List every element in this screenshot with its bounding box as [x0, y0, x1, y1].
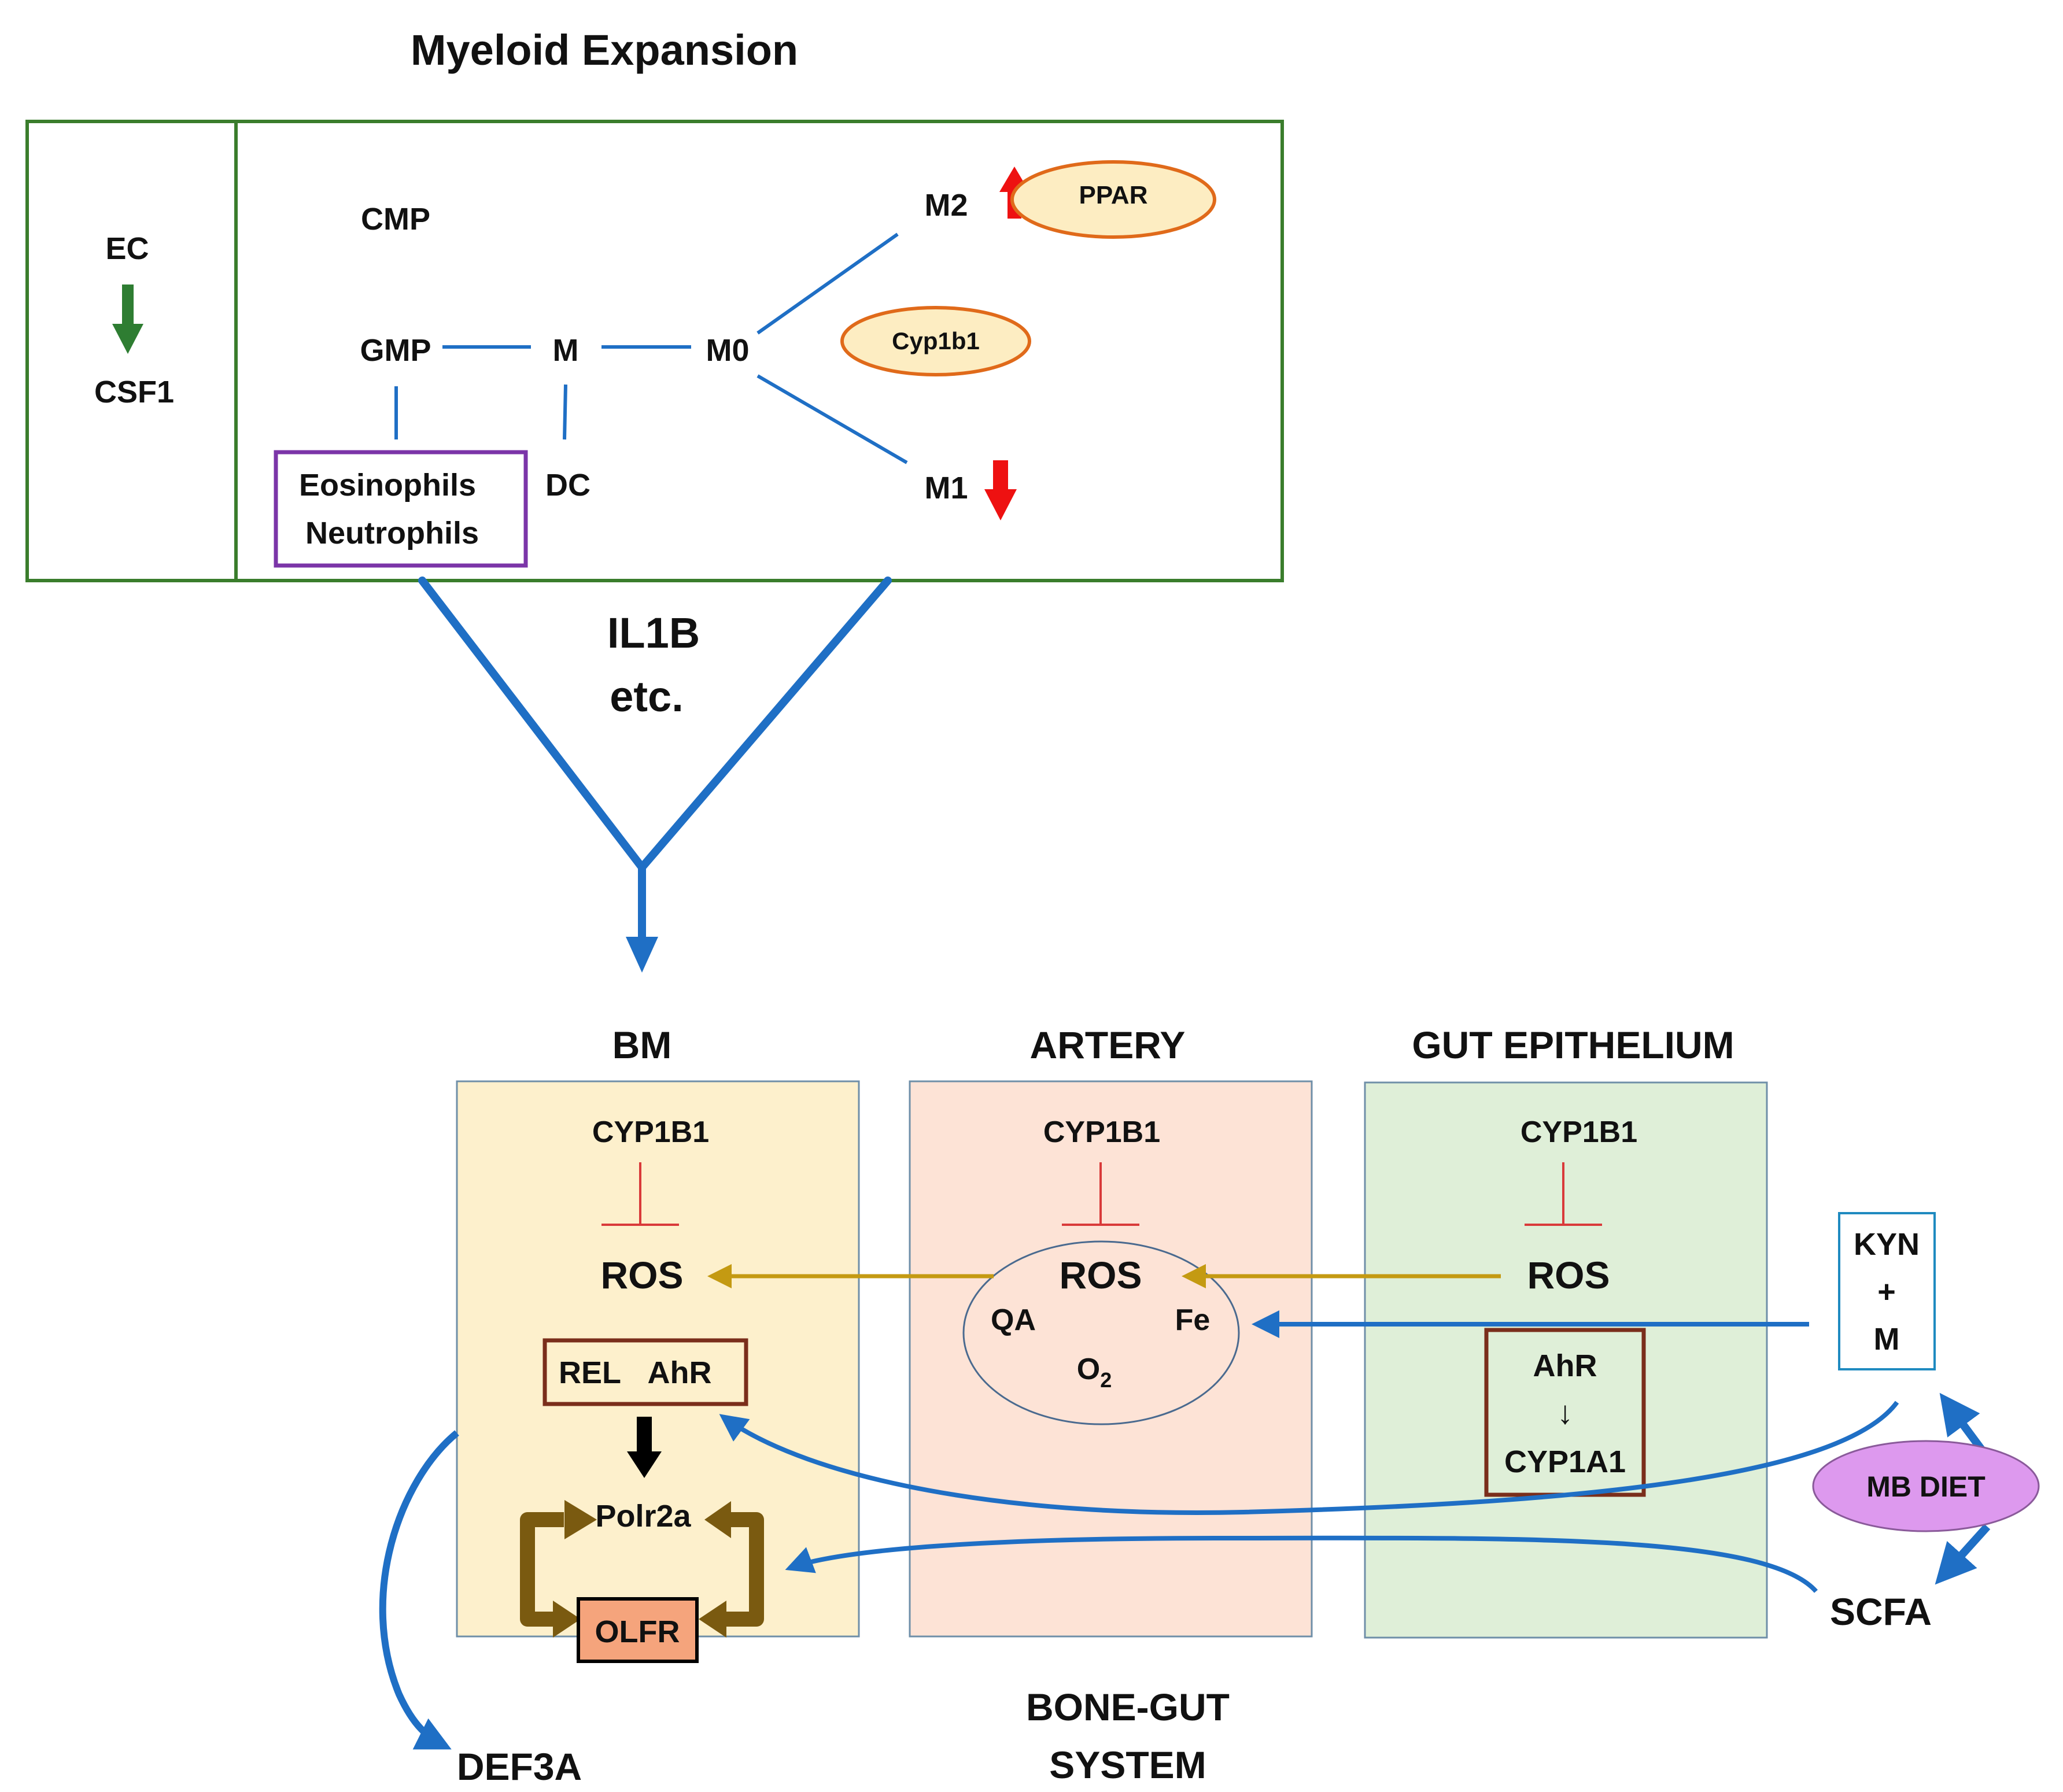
bm-to-def3a-curve — [379, 1430, 459, 1750]
cyp1b1-ellipse-label: Cyp1b1 — [892, 327, 980, 354]
gut-cyp1b1: CYP1B1 — [1521, 1115, 1637, 1149]
bm-rel-label: REL — [559, 1355, 621, 1390]
mb-diet-ellipse — [1812, 1440, 2040, 1532]
csf1-label: CSF1 — [94, 375, 174, 409]
lineage-lines — [394, 232, 908, 464]
gut-ahr-label: AhR — [1533, 1348, 1597, 1383]
kyn-plus-label: + — [1877, 1274, 1896, 1309]
artery-ros: ROS — [1059, 1254, 1142, 1296]
gut-compartment — [1364, 1081, 1768, 1639]
system-label-line1: BONE-GUT — [1026, 1686, 1230, 1728]
cycle-arrowhead-bottom-right — [699, 1601, 726, 1638]
bm-cyp1b1: CYP1B1 — [592, 1115, 709, 1149]
artery-title: ARTERY — [1030, 1024, 1186, 1066]
m1-node: M1 — [924, 471, 968, 505]
cyp1b1-ellipse — [840, 306, 1031, 376]
bm-ahr-label: AhR — [648, 1355, 712, 1390]
granulocyte-box — [274, 450, 528, 568]
gut-cyp1a1-label: CYP1A1 — [1504, 1444, 1626, 1479]
cycle-arrowhead-right-bottom — [553, 1601, 581, 1638]
myeloid-outer-box — [25, 120, 1284, 582]
kyn-m-label: M — [1874, 1322, 1900, 1357]
mb-diet-label: MB DIET — [1866, 1470, 1986, 1503]
cycle-arrowhead-right-top — [704, 1501, 731, 1538]
olfr-label: OLFR — [595, 1614, 680, 1649]
cmp-node: CMP — [361, 202, 430, 237]
il1b-label: IL1B — [607, 609, 700, 657]
inhibition-symbols — [601, 1162, 1602, 1226]
kyn-m-box — [1838, 1212, 1936, 1370]
ec-csf1-arrow — [112, 284, 143, 354]
bm-ros: ROS — [600, 1254, 683, 1296]
m2-node: M2 — [924, 188, 968, 223]
artery-qa: QA — [991, 1303, 1036, 1337]
scfa-to-olfr-curve — [785, 1535, 1818, 1593]
m-node: M — [553, 333, 579, 368]
bm-rel-ahr-box — [542, 1338, 748, 1406]
ppar-ellipse — [1010, 160, 1216, 239]
polr2a-label: Polr2a — [595, 1499, 691, 1534]
eosinophils-label: Eosinophils — [299, 468, 476, 503]
m0-node: M0 — [706, 333, 749, 368]
gut-title: GUT EPITHELIUM — [1412, 1024, 1734, 1066]
kyn-label: KYN — [1854, 1227, 1920, 1262]
gmp-node: GMP — [360, 333, 431, 368]
def3a-label: DEF3A — [457, 1745, 582, 1788]
artery-fe: Fe — [1175, 1303, 1211, 1337]
artery-o2-main: O — [1077, 1353, 1100, 1386]
il1b-etc-label: etc. — [610, 673, 684, 721]
ppar-label: PPAR — [1079, 181, 1148, 209]
myeloid-title: Myeloid Expansion — [411, 26, 798, 74]
gut-ahr-arrow: ↓ — [1557, 1394, 1573, 1431]
neutrophils-label: Neutrophils — [305, 516, 479, 550]
gut-ros: ROS — [1527, 1254, 1610, 1296]
cycle-arrowhead-left — [564, 1500, 597, 1539]
m1-down-arrow-icon — [984, 460, 1017, 520]
artery-cyp1b1: CYP1B1 — [1043, 1115, 1160, 1149]
olfr-box — [577, 1597, 699, 1663]
funnel-arrowhead — [626, 937, 658, 973]
system-label-line2: SYSTEM — [1049, 1743, 1206, 1786]
artery-o2-sub: 2 — [1100, 1368, 1112, 1392]
bm-title: BM — [612, 1024, 672, 1066]
il1b-funnel — [418, 577, 892, 941]
polr2a-olfr-cycle — [520, 1512, 764, 1627]
kyn-to-bm-curve — [719, 1401, 1899, 1516]
ec-label: EC — [105, 231, 149, 266]
artery-ros-ellipse — [962, 1240, 1240, 1425]
rel-to-polr2a-arrow — [627, 1417, 662, 1478]
dc-node: DC — [545, 468, 591, 503]
artery-o2: O2 — [1077, 1353, 1112, 1392]
scfa-label: SCFA — [1830, 1590, 1932, 1633]
